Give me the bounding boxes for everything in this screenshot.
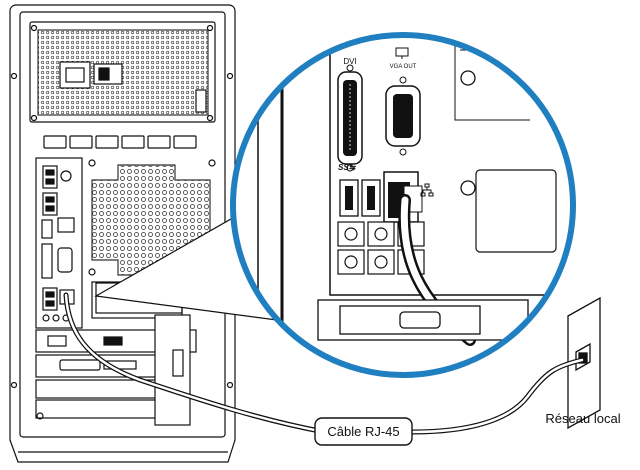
network-icon (420, 183, 434, 197)
power-supply (29, 21, 216, 123)
vga-port (385, 76, 421, 156)
zoomed-io-view (233, 35, 573, 375)
vent-slots (43, 135, 197, 149)
cable-label: Câble RJ-45 (327, 424, 399, 439)
network-label: Réseau local (545, 411, 620, 426)
cable-callout: Câble RJ-45 (314, 417, 413, 446)
dvi-label: DVI (343, 57, 356, 66)
network-wall-socket (567, 296, 601, 430)
callout-ring (230, 32, 576, 378)
usb3-label: SS⇆ (338, 163, 357, 172)
usb3-ports (339, 179, 381, 217)
pc-tower-rear (9, 4, 236, 463)
monitor-icon (395, 47, 409, 59)
rear-io-panel (35, 157, 83, 329)
dvi-port (337, 64, 363, 172)
callout: DVI VGA OUT SS⇆ (94, 32, 576, 378)
vga-out-label: VGA OUT (390, 64, 417, 70)
